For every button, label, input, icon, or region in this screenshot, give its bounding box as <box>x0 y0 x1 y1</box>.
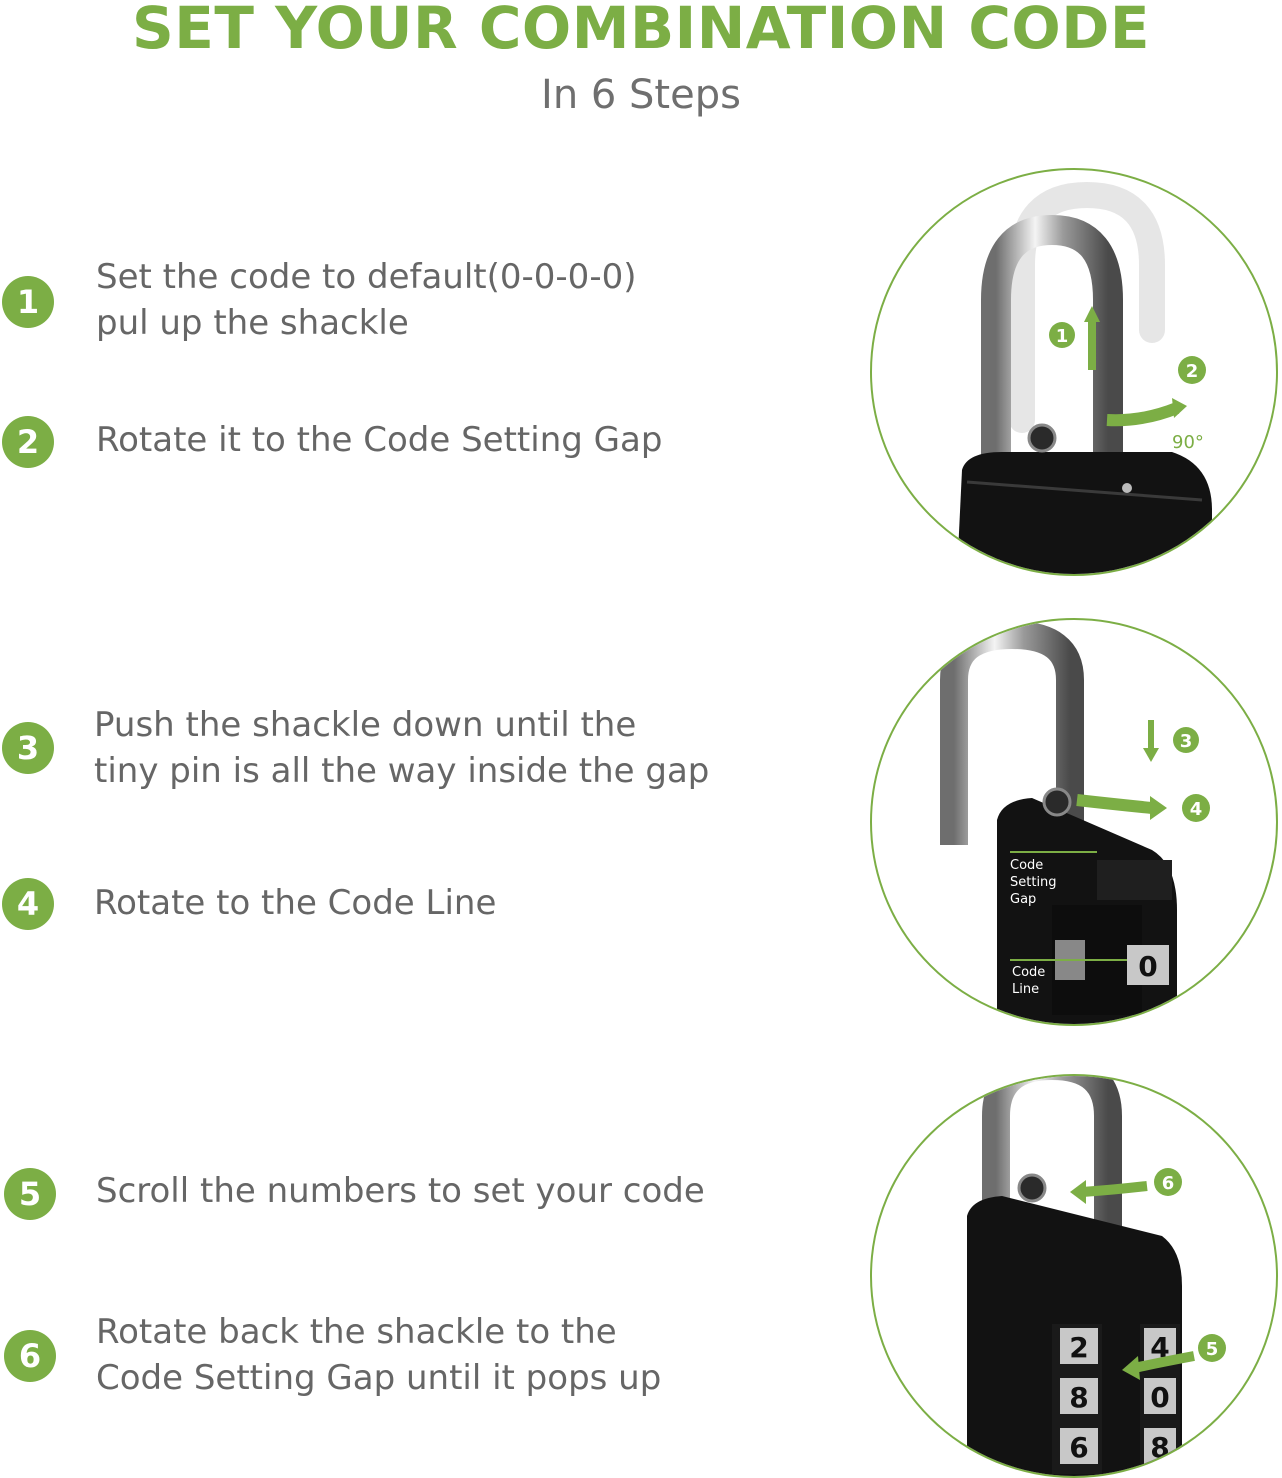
dial-left-digit-3: 6 <box>1069 1431 1088 1464</box>
step-1-line-1: Set the code to default(0-0-0-0) <box>96 257 637 297</box>
dial-left-digit-2: 8 <box>1069 1381 1088 1414</box>
gap-label-2: Setting <box>1010 875 1057 890</box>
step-2-text: Rotate it to the Code Setting Gap <box>96 417 662 463</box>
marker-6: 6 <box>1162 1173 1175 1194</box>
step-3-line-2: tiny pin is all the way inside the gap <box>94 751 710 791</box>
rotate-back-arrow-icon <box>1081 1181 1148 1197</box>
step-3-line-1: Push the shackle down until the <box>94 705 637 745</box>
angle-label: 90° <box>1172 432 1204 453</box>
gap-label-3: Gap <box>1010 892 1036 907</box>
marker-5: 5 <box>1206 1339 1219 1360</box>
padlock-gap-illustration: 0 Code Setting Gap Code Line 3 4 <box>940 620 1210 1024</box>
page-title: SET YOUR COMBINATION CODE <box>132 0 1150 62</box>
step-5-line-1: Scroll the numbers to set your code <box>96 1171 705 1211</box>
marker-3: 3 <box>1180 731 1193 752</box>
shackle <box>940 620 1084 890</box>
lock-body <box>957 452 1212 574</box>
dial-digit: 0 <box>1138 950 1157 983</box>
page-subtitle: In 6 Steps <box>541 72 741 118</box>
step-5-badge: 5 <box>4 1168 56 1220</box>
step-6-line-2: Code Setting Gap until it pops up <box>96 1358 662 1398</box>
dial-left-digit-1: 2 <box>1069 1331 1088 1364</box>
shackle <box>981 214 1123 490</box>
dial-right-digit-3: 8 <box>1150 1431 1169 1464</box>
marker-2: 2 <box>1186 361 1199 382</box>
step-6-text: Rotate back the shackle to the Code Sett… <box>96 1309 661 1401</box>
arrow-up-icon <box>1084 306 1100 322</box>
gap-label-1: Code <box>1010 858 1043 873</box>
step-3-badge: 3 <box>2 722 54 774</box>
marker-4: 4 <box>1190 799 1203 820</box>
padlock-open-illustration: 1 2 90° <box>957 181 1212 574</box>
arrow-down-shaft <box>1148 720 1154 750</box>
step-2-line-1: Rotate it to the Code Setting Gap <box>96 420 663 460</box>
illustration-step-3-4: 0 Code Setting Gap Code Line 3 4 <box>870 618 1278 1026</box>
step-5-text: Scroll the numbers to set your code <box>96 1168 705 1214</box>
step-6-badge: 6 <box>4 1330 56 1382</box>
arrow-down-icon <box>1143 748 1159 762</box>
step-4-line-1: Rotate to the Code Line <box>94 883 497 923</box>
padlock-dials-illustration: 2 8 6 4 0 8 6 5 <box>967 1076 1226 1476</box>
rotate-arrow-icon <box>1076 794 1153 814</box>
step-6-line-1: Rotate back the shackle to the <box>96 1312 617 1352</box>
step-1-text: Set the code to default(0-0-0-0) pul up … <box>96 254 636 346</box>
illustration-step-1-2: 1 2 90° <box>870 168 1278 576</box>
step-2-badge: 2 <box>2 416 54 468</box>
marker-1: 1 <box>1056 326 1069 347</box>
step-4-text: Rotate to the Code Line <box>94 880 496 926</box>
step-1-line-2: pul up the shackle <box>96 303 409 343</box>
line-label-1: Code <box>1012 965 1045 980</box>
shackle <box>982 1076 1122 1256</box>
dial-right-digit-1: 4 <box>1150 1331 1169 1364</box>
step-1-badge: 1 <box>2 276 54 328</box>
illustration-step-5-6: 2 8 6 4 0 8 6 5 <box>870 1074 1278 1478</box>
line-label-2: Line <box>1012 982 1039 997</box>
step-3-text: Push the shackle down until the tiny pin… <box>94 702 709 794</box>
dial-right-digit-2: 0 <box>1150 1381 1169 1414</box>
step-4-badge: 4 <box>2 878 54 930</box>
arrow-up-shaft <box>1088 320 1096 370</box>
rotate-arrow-icon <box>1106 402 1180 427</box>
